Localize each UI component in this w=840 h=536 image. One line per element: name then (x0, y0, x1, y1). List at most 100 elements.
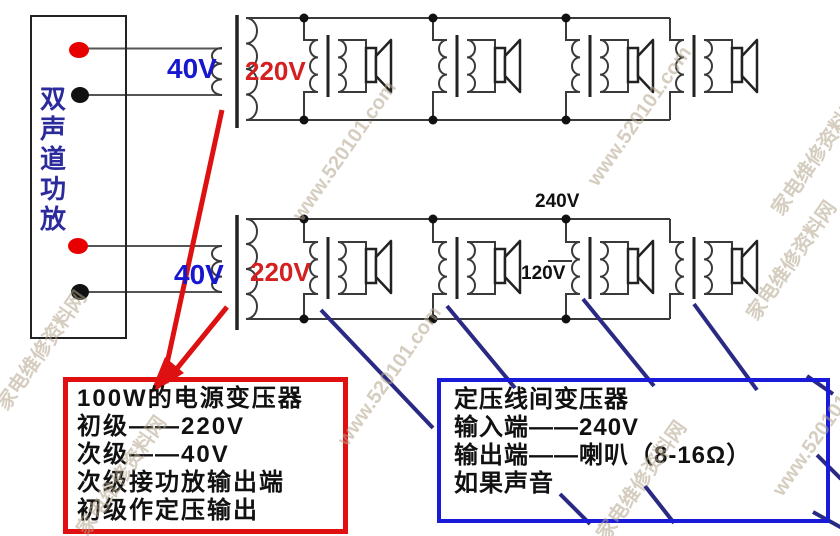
unit-wire (432, 293, 447, 319)
amplifier-label: 双声道功放 (39, 84, 66, 234)
terminal-dot-black (71, 284, 89, 300)
main-transformer-primary-coil (211, 245, 223, 293)
speaker-cone (503, 38, 522, 94)
line-transformer-primary-coil (571, 241, 581, 295)
red-box-line: 次级——40V (77, 441, 230, 468)
unit-wire (669, 293, 684, 319)
red-arrow-line (160, 109, 225, 383)
terminal-dot-red (69, 42, 89, 58)
unit-wire (338, 283, 367, 295)
unit-wire (432, 18, 447, 41)
unit-wire (565, 219, 580, 243)
unit-wire (303, 293, 318, 319)
unit-wire (669, 219, 684, 243)
junction-dot (299, 13, 309, 23)
speaker-driver (626, 46, 640, 84)
junction-dot (561, 13, 571, 23)
unit-wire (704, 283, 733, 295)
junction-dot (299, 214, 309, 224)
unit-wire (467, 283, 496, 295)
speaker-cone (503, 239, 522, 295)
speaker-driver (493, 46, 507, 84)
label-tap-voltage: 120V (521, 263, 566, 284)
unit-wire (704, 241, 733, 249)
unit-wire (565, 18, 580, 41)
speaker-cone (374, 239, 393, 295)
label-top-primary-voltage: 40V (167, 53, 217, 84)
line-transformer-secondary-coil (599, 241, 609, 295)
junction-dot (561, 314, 571, 324)
line-transformer-secondary-coil (703, 241, 713, 295)
unit-wire (704, 39, 733, 48)
junction-dot (299, 115, 309, 125)
unit-wire (432, 219, 447, 243)
unit-wire (600, 241, 629, 249)
main-transformer-primary-coil (211, 47, 223, 96)
line-transformer-primary-coil (438, 39, 448, 93)
unit-wire (467, 39, 496, 48)
red-box-line: 次级接功放输出端 (77, 469, 285, 496)
amplifier-box: 双声道功放 (30, 15, 127, 339)
unit-wire (338, 241, 367, 249)
unit-wire (704, 82, 733, 93)
line-transformer-primary-coil (309, 241, 319, 295)
line-transformer-secondary-coil (337, 39, 347, 93)
main-transformer-secondary-coil (245, 17, 258, 121)
junction-dot (428, 314, 438, 324)
terminal-dot-black (71, 87, 89, 103)
unit-wire (600, 283, 629, 295)
unit-wire (565, 293, 580, 319)
unit-wire (600, 39, 629, 48)
label-bottom-primary-voltage: 40V (174, 259, 224, 290)
line-transformer-secondary-coil (599, 39, 609, 93)
line-transformer-secondary-coil (703, 39, 713, 93)
speaker-cone (740, 38, 759, 94)
unit-wire (338, 82, 367, 93)
blue-box-line: 输入端——240V (454, 414, 640, 441)
line-transformer-primary-coil (571, 39, 581, 93)
unit-wire (467, 82, 496, 93)
speaker-cone (636, 38, 655, 94)
speaker-driver (364, 247, 378, 285)
junction-dot (561, 214, 571, 224)
line-transformer-secondary-coil (337, 241, 347, 295)
unit-wire (303, 91, 318, 120)
red-arrowhead (150, 357, 184, 394)
unit-wire (338, 39, 367, 48)
line-transformer-primary-coil (675, 241, 685, 295)
leader-line (692, 302, 759, 392)
line-transformer-primary-coil (675, 39, 685, 93)
junction-dot (561, 115, 571, 125)
line-transformer-primary-coil (309, 39, 319, 93)
leader-line (319, 308, 435, 430)
leader-line (445, 304, 517, 390)
label-top-secondary-voltage: 220V (245, 56, 306, 86)
label-line-voltage: 240V (535, 191, 580, 212)
unit-wire (467, 241, 496, 249)
blue-box-line: 输出端——喇叭（8-16Ω） (454, 442, 752, 469)
unit-wire (669, 91, 684, 120)
speaker-driver (730, 46, 744, 84)
line-transformer-secondary-coil (466, 241, 476, 295)
red-box-line: 100W的电源变压器 (77, 385, 304, 412)
unit-wire (565, 91, 580, 120)
unit-wire (303, 219, 318, 243)
label-bottom-secondary-voltage: 220V (250, 257, 311, 287)
junction-dot (428, 214, 438, 224)
leader-line (581, 297, 656, 388)
speaker-driver (364, 46, 378, 84)
junction-dot (428, 115, 438, 125)
line-transformer-secondary-coil (466, 39, 476, 93)
red-box-line: 初级——220V (77, 413, 246, 440)
junction-dot (299, 314, 309, 324)
speaker-driver (493, 247, 507, 285)
blue-box-line: 定压线间变压器 (454, 386, 629, 413)
speaker-cone (740, 239, 759, 295)
unit-wire (600, 82, 629, 93)
main-transformer-secondary-coil (245, 218, 258, 320)
junction-dot (428, 13, 438, 23)
terminal-dot-red (68, 238, 88, 254)
line-transformer-primary-coil (438, 241, 448, 295)
